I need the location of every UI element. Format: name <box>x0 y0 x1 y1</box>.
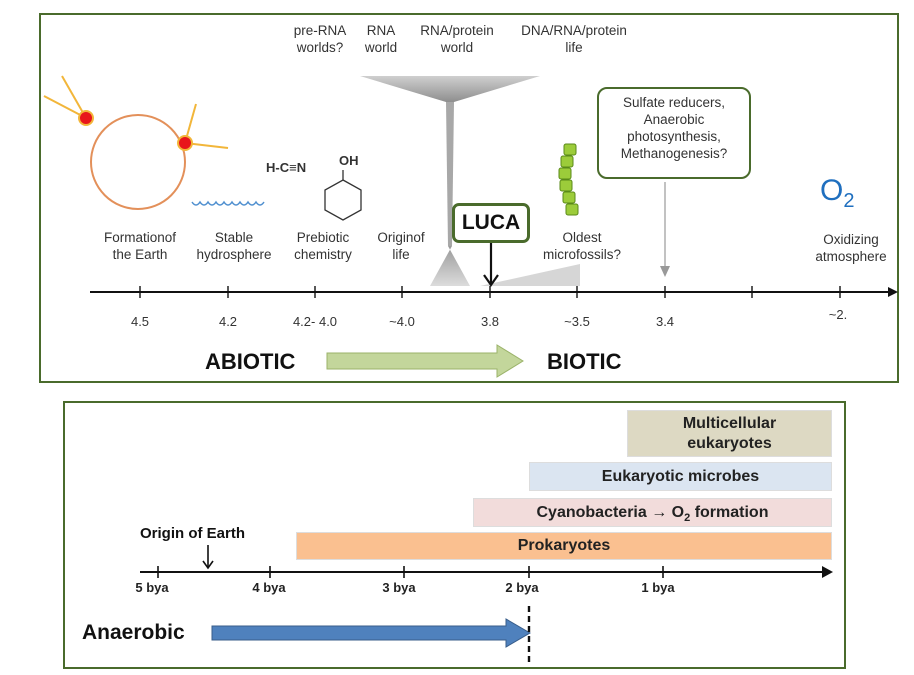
top-tick-label: 4.2 <box>218 314 238 329</box>
top-tick-label: 4.2- 4.0 <box>292 314 338 329</box>
luca-label: LUCA <box>461 211 521 234</box>
bar-eukaryotic-microbes: Eukaryotic microbes <box>529 462 832 491</box>
event-label-line: life <box>392 247 410 262</box>
abiotic-label: ABIOTIC <box>205 349 296 374</box>
event-label-line: atmosphere <box>815 249 887 264</box>
event-label-line: microfossils? <box>542 247 621 262</box>
o2-letter: O <box>671 504 685 521</box>
world-label-line: DNA/RNA/protein <box>521 23 627 38</box>
anaerobic-end-dashed-line <box>527 606 531 662</box>
metabolism-callout: Sulfate reducers, Anaerobic photosynthes… <box>597 87 751 179</box>
bottom-timeline-panel <box>63 401 846 669</box>
luca-box: LUCA <box>452 203 530 243</box>
world-label-line: life <box>565 40 583 55</box>
callout-line: Sulfate reducers, <box>622 95 726 110</box>
o2-subscript: 2 <box>843 190 855 212</box>
bar-label: Cyanobacteria <box>536 504 647 521</box>
event-stable-hydrosphere: Stable hydrosphere <box>184 229 284 263</box>
bar-prokaryotes: Prokaryotes <box>296 532 832 560</box>
hydroxyl-label: OH <box>339 153 359 168</box>
bottom-tick-label: 4 bya <box>252 580 286 595</box>
event-label-line: Formationof <box>103 230 177 245</box>
callout-pointer-arrow <box>660 182 670 277</box>
bar-label: Eukaryotic microbes <box>601 468 760 485</box>
bottom-tick-label: 5 bya <box>135 580 169 595</box>
world-label-line: RNA/protein <box>420 23 494 38</box>
event-label-line: Stable <box>214 230 254 245</box>
bar-label: Prokaryotes <box>517 537 611 554</box>
top-timeline-axis <box>90 286 898 298</box>
event-label-line: Originof <box>377 230 425 245</box>
event-formation-earth: Formationof the Earth <box>90 229 190 263</box>
callout-line: photosynthesis, <box>627 129 721 144</box>
event-origin-of-life: Originof life <box>366 229 436 263</box>
world-label-rna: RNA world <box>356 22 406 56</box>
bar-label-line: eukaryotes <box>687 435 772 452</box>
right-arrow-icon: → <box>651 504 668 521</box>
top-tick-label: 3.4 <box>655 314 675 329</box>
world-label-line: world <box>440 40 474 55</box>
world-funnel-graphic <box>360 76 580 286</box>
hydrosphere-waves-icon <box>191 200 265 206</box>
callout-line: Anaerobic <box>643 112 705 127</box>
o2-letter: O <box>820 174 844 207</box>
event-label-line: chemistry <box>294 247 352 262</box>
anaerobic-arrow <box>211 618 531 648</box>
event-label-line: Prebiotic <box>296 230 350 245</box>
origin-of-earth-arrow <box>202 545 214 570</box>
bar-label: formation <box>694 504 769 521</box>
earth-formation-icon <box>43 75 229 210</box>
origin-of-earth-label: Origin of Earth <box>140 525 245 542</box>
world-label-line: worlds? <box>296 40 344 55</box>
callout-line: Methanogenesis? <box>620 146 728 161</box>
luca-pointer-arrow <box>483 243 499 287</box>
world-label-line: world <box>364 40 398 55</box>
bar-label-line: Multicellular <box>682 415 777 432</box>
top-tick-label: 4.5 <box>130 314 150 329</box>
event-label-line: hydrosphere <box>196 247 272 262</box>
world-label-pre-rna: pre-RNA worlds? <box>282 22 358 56</box>
biotic-label: BIOTIC <box>547 349 622 374</box>
bottom-tick-label: 1 bya <box>641 580 675 595</box>
microfossil-icon <box>558 143 579 216</box>
bar-multicellular-eukaryotes: Multicellular eukaryotes <box>627 410 832 457</box>
bottom-timeline-axis <box>140 566 833 578</box>
world-label-dna-rna-protein: DNA/RNA/protein life <box>514 22 634 56</box>
top-tick-label: ~3.5 <box>564 314 590 329</box>
abiotic-to-biotic-arrow <box>326 344 524 378</box>
event-oldest-microfossils: Oldest microfossils? <box>530 229 634 263</box>
bottom-tick-label: 3 bya <box>382 580 416 595</box>
o2-symbol: O2 <box>820 174 854 218</box>
bar-cyanobacteria: Cyanobacteria → O2 formation <box>473 498 832 527</box>
o2-subscript: 2 <box>684 512 691 525</box>
event-label-line: the Earth <box>112 247 168 262</box>
world-label-line: RNA <box>366 23 396 38</box>
world-label-rna-protein: RNA/protein world <box>412 22 502 56</box>
top-tick-label: ~4.0 <box>389 314 415 329</box>
event-oxidizing-atmosphere: Oxidizing atmosphere <box>805 231 897 265</box>
top-timeline-panel <box>39 13 899 383</box>
cyclohexanol-icon <box>324 170 362 221</box>
anaerobic-label: Anaerobic <box>82 621 185 644</box>
hcn-formula: H-C≡N <box>266 160 307 175</box>
bottom-tick-label: 2 bya <box>505 580 539 595</box>
event-prebiotic-chemistry: Prebiotic chemistry <box>283 229 363 263</box>
top-tick-label: ~2. <box>828 307 848 322</box>
top-tick-label: 3.8 <box>480 314 500 329</box>
event-label-line: Oldest <box>562 230 602 245</box>
world-label-line: pre-RNA <box>293 23 347 38</box>
event-label-line: Oxidizing <box>823 232 879 247</box>
